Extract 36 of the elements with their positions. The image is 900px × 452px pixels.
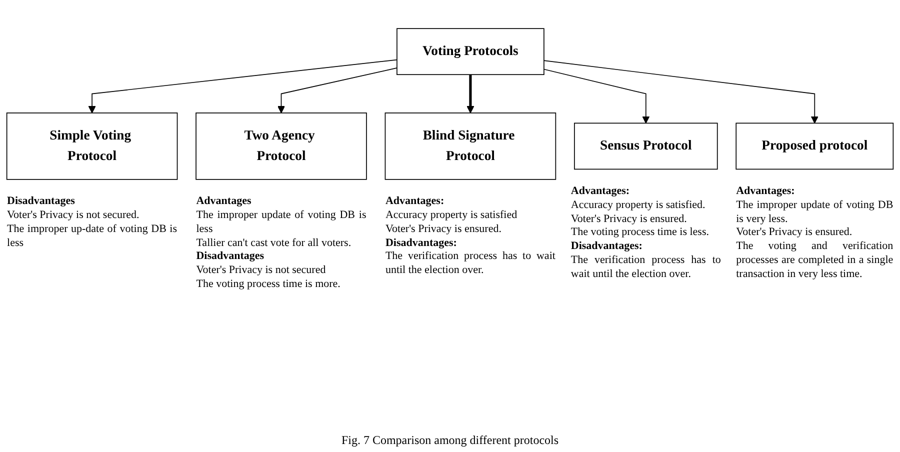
node-box: Simple Voting Protocol (6, 112, 178, 180)
node-box: Voting Protocols (396, 28, 544, 76)
node-box: Two Agency Protocol (196, 112, 367, 180)
node-note: Advantages (196, 195, 252, 210)
node-note: The improper update of voting DB is less (196, 209, 366, 237)
figure-caption: Fig. 7 Comparison among different protocols (340, 433, 560, 448)
node-note: Disadvantages: (570, 240, 644, 254)
node-note: Disadvantages: (385, 236, 458, 250)
node-note: The improper update of voting DB is very less. (736, 198, 894, 226)
node-note: The verification process has to wait until the election over. (385, 250, 556, 278)
node-note: The voting process time is less. (570, 226, 710, 240)
node-note: Advantages: (736, 185, 796, 199)
node-note: The voting and verification processes are completed in a single transaction in very less time. (736, 240, 894, 282)
node-note: Disadvantages (196, 250, 266, 264)
node-note: Disadvantages (7, 195, 76, 210)
node-note: Tallier can't cast vote for all voters. (196, 236, 352, 250)
node-box: Sensus Protocol (574, 122, 718, 170)
node-note: Voter's Privacy is ensured. (736, 226, 854, 240)
arrow (88, 59, 398, 114)
arrow (466, 74, 474, 114)
node-note: Voter's Privacy is ensured. (385, 222, 502, 237)
node-box: Blind Signature Protocol (384, 112, 556, 180)
node-note: Accuracy property is satisfied (385, 209, 518, 223)
node-note: Accuracy property is satisfied. (570, 198, 706, 213)
node-note: Voter's Privacy is not secured. (7, 209, 140, 223)
arrow (544, 60, 818, 124)
arrow (544, 68, 650, 124)
node-note: Advantages: (570, 185, 631, 199)
node-note: Voter's Privacy is not secured (196, 264, 327, 278)
node-note: Voter's Privacy is ensured. (570, 212, 688, 226)
node-note: Advantages: (385, 195, 446, 210)
node-note: The voting process time is more. (196, 278, 342, 292)
node-note: The improper up-date of voting DB is less (7, 222, 178, 250)
node-box: Proposed protocol (736, 122, 894, 170)
arrow (278, 68, 398, 114)
node-note: The verification process has to wait until the election over. (570, 254, 721, 282)
